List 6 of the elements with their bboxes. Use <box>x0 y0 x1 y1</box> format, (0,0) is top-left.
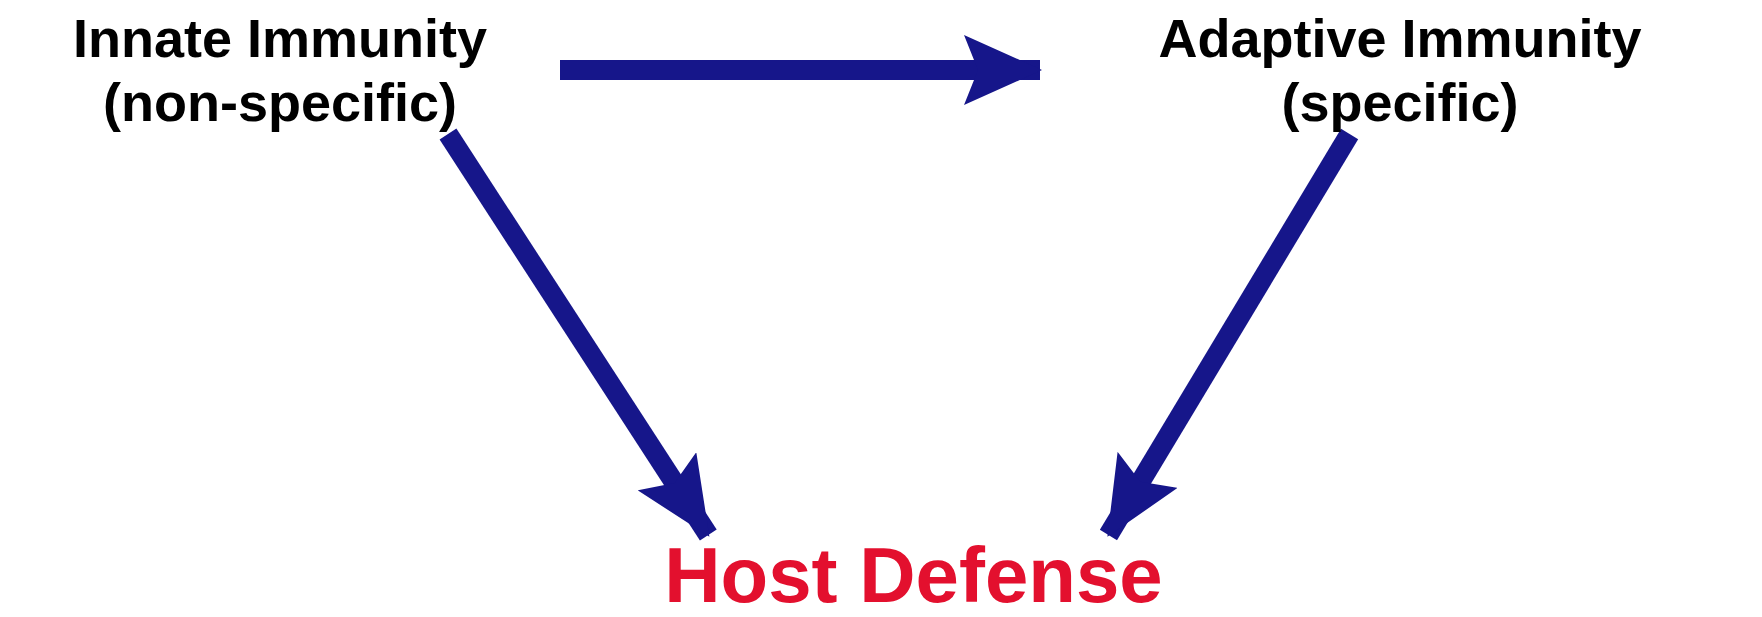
node-label: Innate Immunity (non-specific) <box>0 6 560 134</box>
result-label: Host Defense <box>657 535 1170 615</box>
arrow <box>439 128 717 541</box>
arrow <box>560 35 1042 105</box>
node-label: Adaptive Immunity (specific) <box>1040 6 1760 134</box>
arrow <box>1099 128 1359 541</box>
